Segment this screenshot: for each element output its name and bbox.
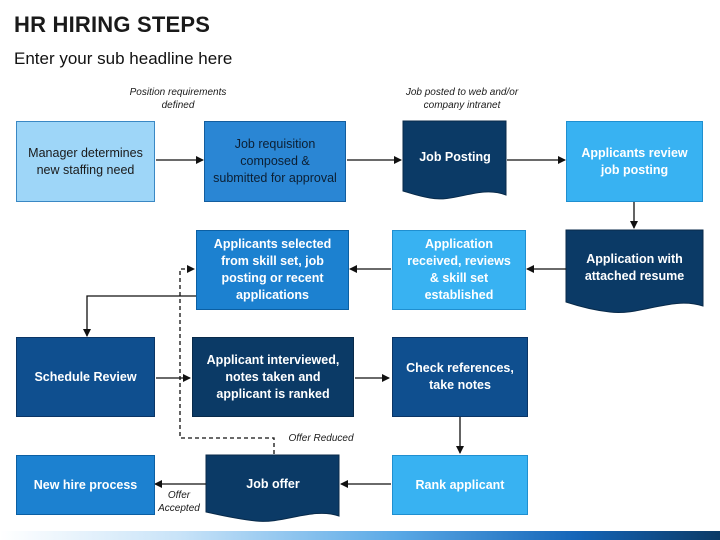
step-check-references: Check references, take notes [392,337,528,417]
application-resume-doc-shape [565,229,704,314]
step-job-requisition: Job requisition composed & submitted for… [204,121,346,202]
page-subtitle: Enter your sub headline here [14,49,233,68]
step-application-resume: Application with attached resume [584,252,685,283]
step-new-hire: New hire process [16,455,155,515]
step-applicants-selected: Applicants selected from skill set, job … [196,230,349,310]
note-position-defined: Position requirements defined [129,87,227,111]
step-manager-need: Manager determines new staffing need [16,121,155,202]
step-applicant-interviewed: Applicant interviewed, notes taken and a… [192,337,354,417]
step-job-posting: Job Posting [419,149,491,164]
note-job-posted: Job posted to web and/or company intrane… [405,87,519,111]
bottom-gradient-bar [0,531,720,540]
step-application-received: Application received, reviews & skill se… [392,230,526,310]
job-posting-doc-shape [402,120,507,200]
job-offer-doc-shape [205,454,340,522]
step-schedule-review: Schedule Review [16,337,155,417]
step-job-offer: Job offer [246,476,300,491]
note-offer-reduced: Offer Reduced [288,433,354,444]
step-applicants-review: Applicants review job posting [566,121,703,202]
step-rank-applicant: Rank applicant [392,455,528,515]
dashed-offer-reduced-loop [179,265,275,454]
page-title: HR HIRING STEPS [14,12,211,37]
note-offer-accepted: Offer Accepted [158,490,200,514]
arrow-selected-to-schedule [83,295,196,337]
